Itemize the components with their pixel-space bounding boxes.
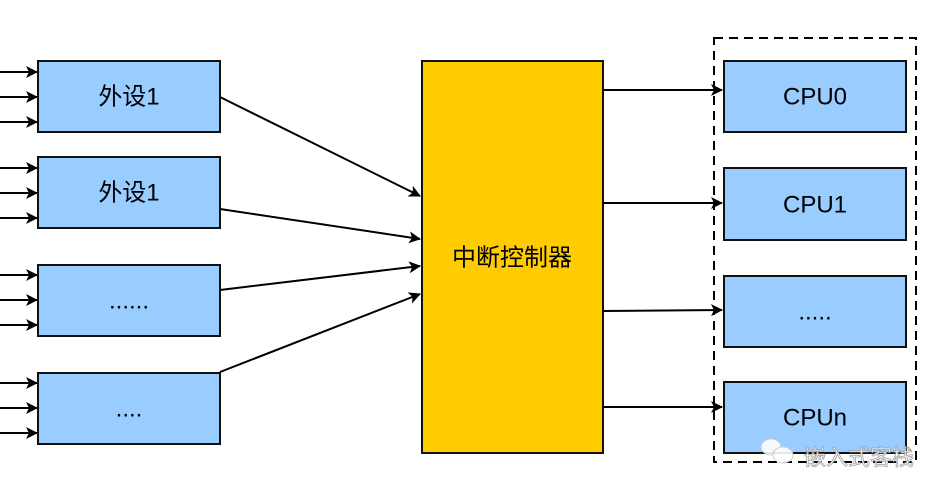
- cpu-label: CPU1: [783, 191, 847, 218]
- controller-input-arrows: [219, 96, 421, 373]
- input-arrows: [0, 66, 38, 439]
- cpu-box: .....: [723, 275, 907, 348]
- peripheral-label: ......: [109, 287, 149, 314]
- peripheral-box: 外设1: [37, 60, 221, 133]
- cpu-box: CPU1: [723, 167, 907, 241]
- peripheral-label: 外设1: [98, 83, 159, 110]
- cpu-label: CPUn: [783, 404, 847, 431]
- cpu-arrows: [602, 84, 723, 413]
- peripheral-label: ....: [116, 395, 143, 422]
- peripheral-label: 外设1: [98, 179, 159, 206]
- watermark: 嵌入式客栈: [760, 438, 914, 470]
- cpu-label: CPU0: [783, 83, 847, 110]
- wechat-icon: [760, 438, 794, 464]
- interrupt-controller-box: 中断控制器: [421, 60, 604, 454]
- cpu-label: .....: [798, 298, 831, 325]
- controller-label: 中断控制器: [452, 244, 572, 271]
- cpu-box: CPU0: [723, 60, 907, 133]
- cpu-box: CPUn: [723, 381, 907, 454]
- watermark-text: 嵌入式客栈: [804, 445, 914, 470]
- peripheral-box: ......: [37, 264, 221, 337]
- peripheral-box: 外设1: [37, 156, 221, 229]
- peripheral-box: ....: [37, 372, 221, 445]
- cpu-group-border: [713, 37, 917, 463]
